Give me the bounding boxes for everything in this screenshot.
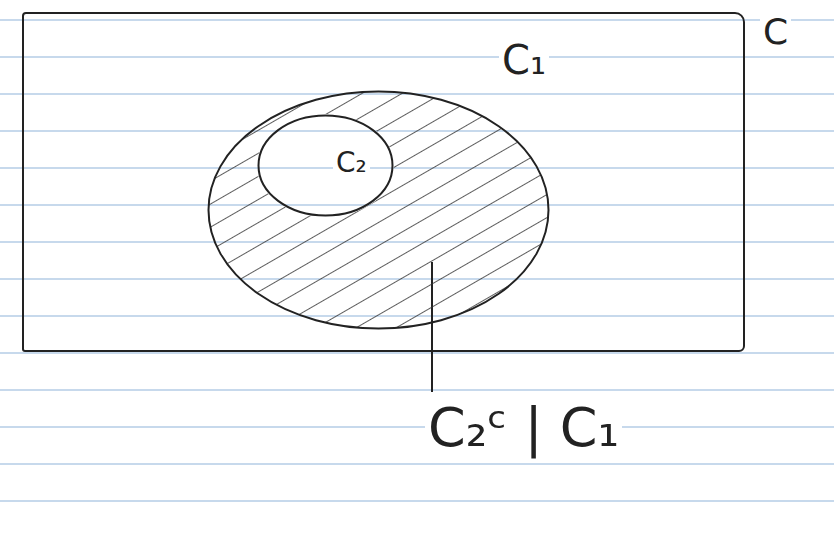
sample-space-box: CC₁C₂ — [22, 12, 745, 352]
ellipse-outline — [207, 90, 550, 330]
event-ellipse: C₂ — [257, 114, 394, 217]
event-ellipse: C₁C₂ — [207, 90, 550, 330]
set-label: C₂ — [333, 148, 370, 179]
conditional-label: C₂ᶜ | C₁ — [425, 398, 622, 457]
set-label: C — [760, 12, 791, 52]
shaded-region — [209, 91, 549, 328]
ellipse-outline — [257, 114, 394, 217]
set-label: C₁ — [499, 38, 549, 82]
ruled-lines — [0, 20, 834, 501]
